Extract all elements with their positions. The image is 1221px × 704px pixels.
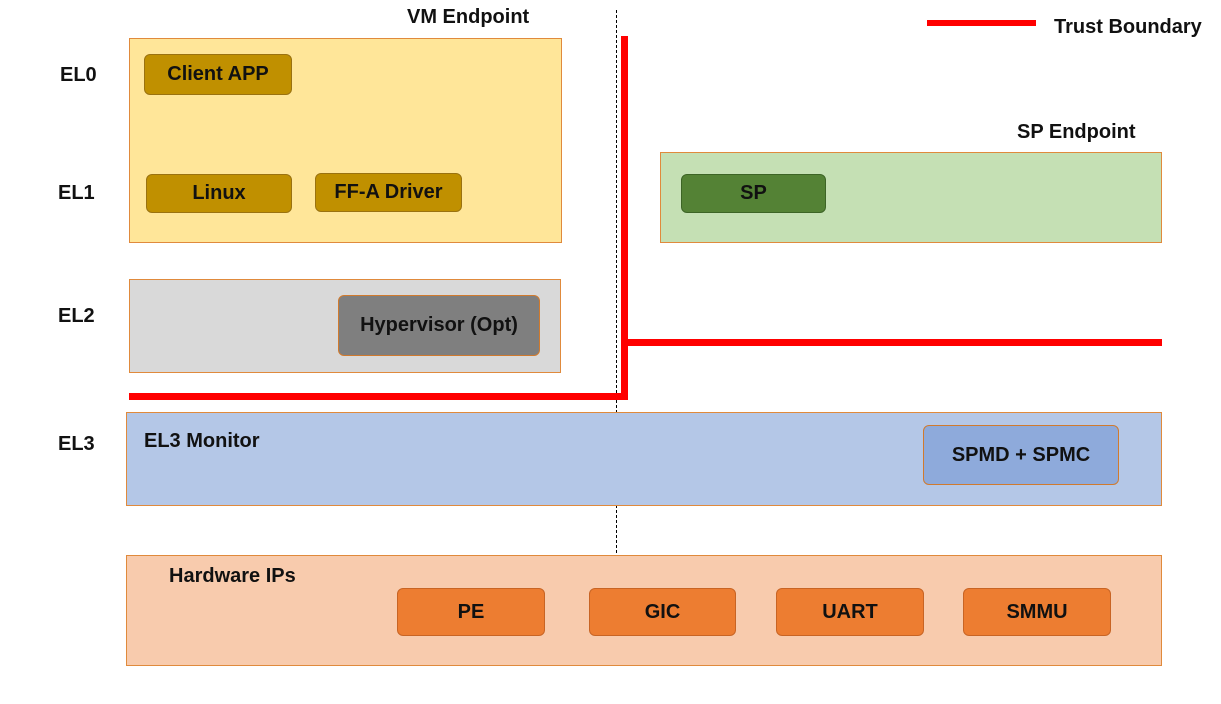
ffa-driver-box: FF-A Driver <box>315 173 462 212</box>
legend-line <box>927 20 1036 26</box>
trust-boundary-vertical <box>621 36 628 400</box>
hardware-title: Hardware IPs <box>169 565 296 587</box>
client-app-box: Client APP <box>144 54 292 95</box>
sp-box: SP <box>681 174 826 213</box>
gic-box: GIC <box>589 588 736 636</box>
el2-label: EL2 <box>58 305 95 327</box>
trust-boundary-upper-horizontal <box>628 339 1162 346</box>
hypervisor-box: Hypervisor (Opt) <box>338 295 540 356</box>
uart-box: UART <box>776 588 924 636</box>
el3-label: EL3 <box>58 433 95 455</box>
trust-boundary-lower-horizontal <box>129 393 628 400</box>
el3-monitor-title: EL3 Monitor <box>144 430 260 452</box>
pe-box: PE <box>397 588 545 636</box>
sp-endpoint-title: SP Endpoint <box>1017 121 1136 143</box>
spmd-spmc-box: SPMD + SPMC <box>923 425 1119 485</box>
linux-box: Linux <box>146 174 292 213</box>
vm-endpoint-title: VM Endpoint <box>407 6 530 28</box>
legend-label: Trust Boundary <box>1054 16 1202 38</box>
dashed-divider <box>616 10 617 553</box>
smmu-box: SMMU <box>963 588 1111 636</box>
el0-label: EL0 <box>60 64 97 86</box>
el1-label: EL1 <box>58 182 95 204</box>
